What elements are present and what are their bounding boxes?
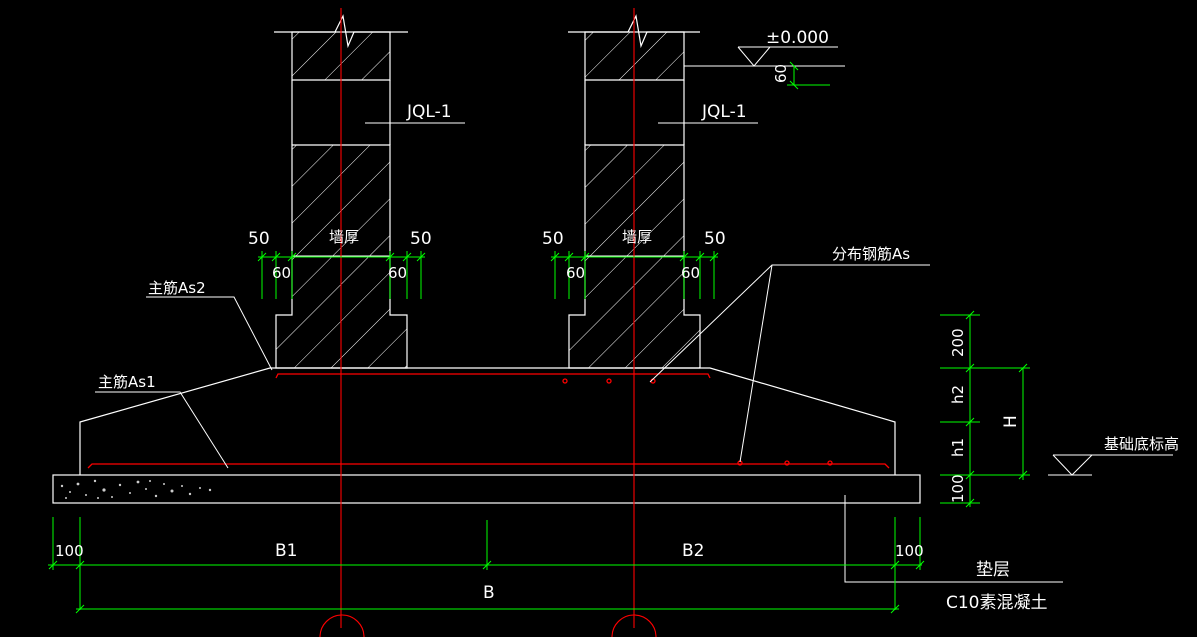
wall-thickness-right-label: 墙厚 [622, 228, 652, 246]
horizontal-dim-total-b: B [483, 583, 495, 603]
horizontal-dim-b1: B1 [275, 541, 297, 561]
main-rebar-as1-label: 主筋As1 [98, 373, 156, 391]
labels: ±0.000 60 JQL-1 JQL-1 墙厚 墙厚 50 50 60 60 … [55, 28, 1179, 613]
cushion-concrete-label: C10素混凝土 [946, 593, 1048, 613]
elevation-zero-symbol [737, 46, 838, 67]
right-wall-dim-50-outer: 50 [542, 229, 564, 249]
vertical-dim-h2: h2 [949, 385, 967, 404]
foundation-bottom-elevation-label: 基础底标高 [1104, 435, 1179, 453]
elevation-zero-label: ±0.000 [766, 28, 829, 48]
right-wall-dim-60-outer: 60 [566, 264, 585, 282]
foundation-bottom-elevation-symbol [1048, 454, 1093, 476]
beam-left-label: JQL-1 [406, 102, 452, 122]
vertical-dim-total-h: H [1001, 415, 1021, 428]
rebar-as2 [275, 373, 711, 379]
leader-lines [95, 65, 1173, 583]
beam-right-label: JQL-1 [701, 102, 747, 122]
footing-outline [79, 367, 896, 475]
left-wall-dim-60-outer: 60 [272, 264, 291, 282]
left-wall-dim-60-inner: 60 [388, 264, 407, 282]
horizontal-dim-b2: B2 [682, 541, 704, 561]
vertical-dim-h1: h1 [949, 438, 967, 457]
horizontal-dim-right-100: 100 [895, 542, 924, 560]
left-wall-dim-50-inner: 50 [410, 229, 432, 249]
wall-thickness-left-label: 墙厚 [329, 228, 359, 246]
dimension-lines [48, 61, 1030, 614]
left-wall-dim-50-outer: 50 [248, 229, 270, 249]
right-wall-dim-60-inner: 60 [681, 264, 700, 282]
vertical-dim-200: 200 [949, 328, 967, 357]
centerlines [319, 8, 657, 637]
rebar-as1 [87, 463, 890, 469]
main-rebar-as2-label: 主筋As2 [148, 279, 206, 297]
right-wall-dim-50-inner: 50 [704, 229, 726, 249]
cushion-layer [52, 474, 921, 504]
vertical-dim-100: 100 [949, 474, 967, 503]
rebar [87, 373, 890, 469]
cushion-layer-label: 垫层 [976, 560, 1010, 580]
horizontal-dim-left-100: 100 [55, 542, 84, 560]
distribution-rebar-label: 分布钢筋As [832, 245, 910, 263]
elevation-offset-label: 60 [772, 64, 790, 83]
concrete-speckle [60, 479, 212, 499]
